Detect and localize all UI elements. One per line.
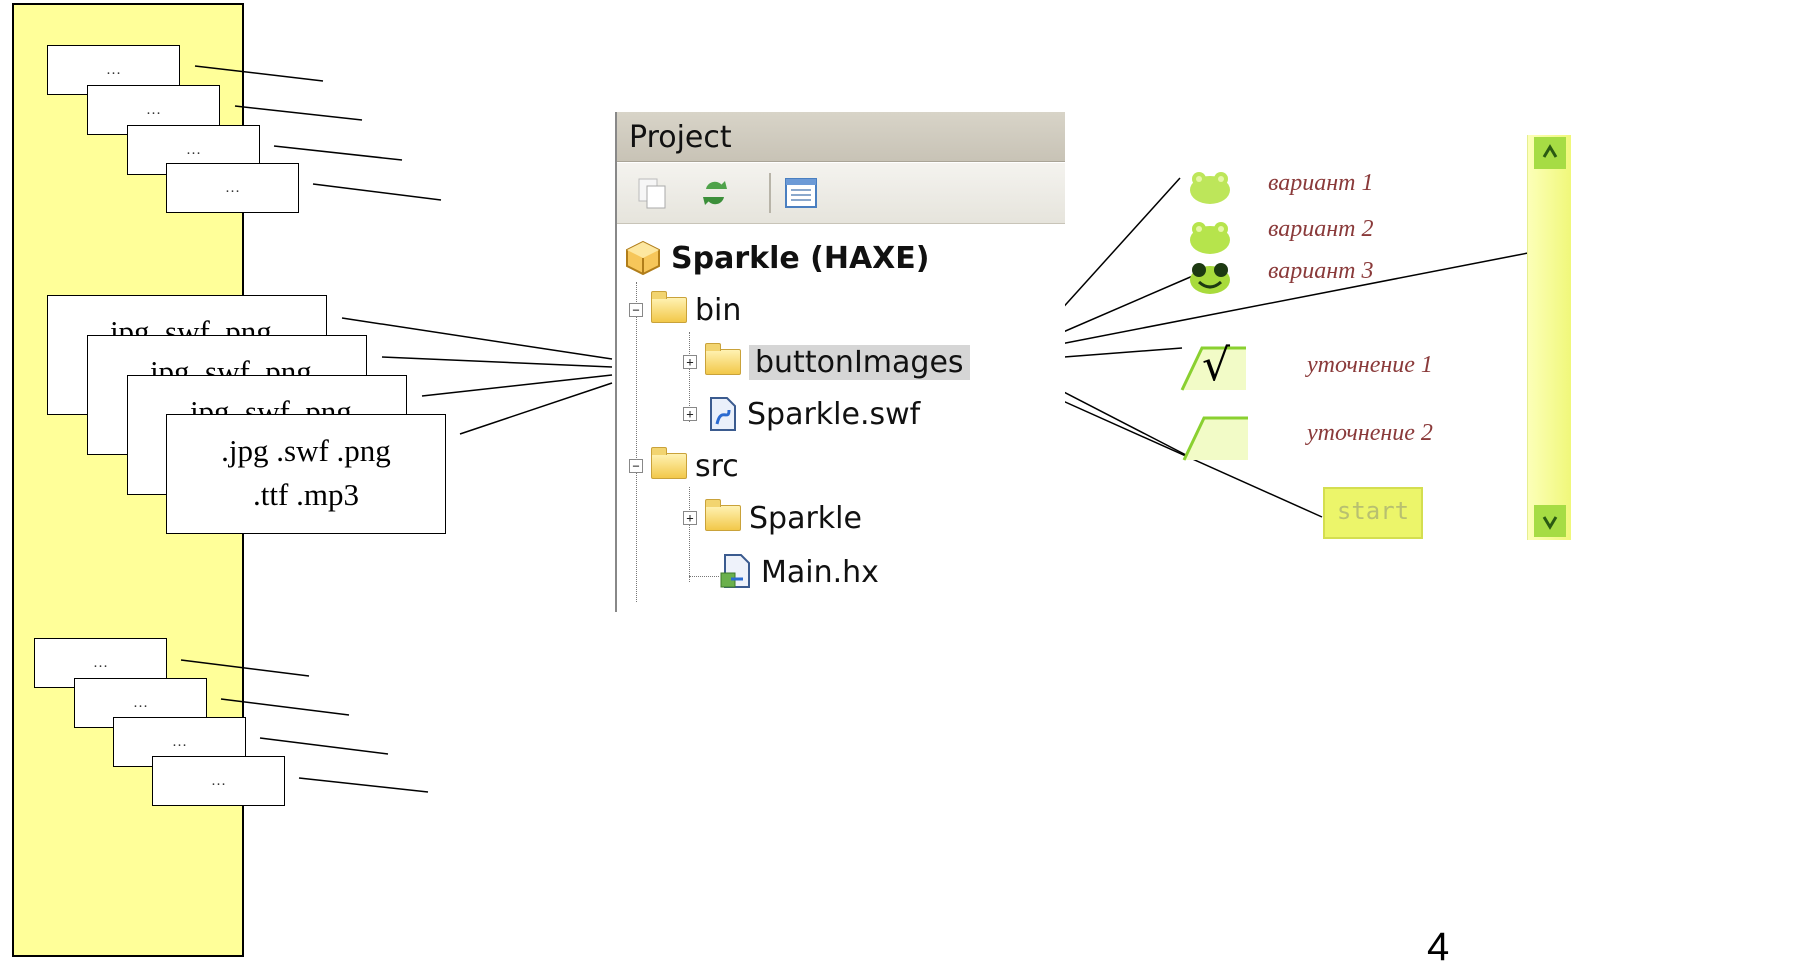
connector-line [234,105,363,121]
haxe-file-icon [720,554,750,588]
checkbox-checked-icon [1180,346,1246,391]
tree-item-sparkle-folder[interactable]: + Sparkle [683,494,862,542]
tree-guide [689,576,719,577]
page-number: 4 [1427,925,1450,969]
connector-line [421,374,613,397]
checkbox-unchecked-icon [1182,416,1248,461]
panel-toolbar [617,163,1065,224]
refinement-label: уточнение 1 [1307,352,1433,378]
connector-line [459,382,613,435]
tree-guide [636,282,637,602]
small-card-text: … [146,101,161,118]
toolbar-separator [769,173,771,213]
folder-icon [705,343,741,375]
small-card: … [152,756,285,806]
connector-line [381,356,613,368]
swf-file-icon [710,397,736,431]
tree-item-main-hx[interactable]: Main.hx [719,548,879,596]
list-view-icon[interactable] [783,175,819,211]
small-card-text: … [186,141,201,158]
connector-line [298,777,429,793]
variant-2-icon [1190,222,1230,254]
connector-line [259,737,389,755]
collapse-icon[interactable]: − [629,459,643,473]
small-card-text: … [106,61,121,78]
small-card-text: … [211,772,226,789]
connector-line [220,698,350,716]
expand-icon[interactable]: + [683,511,697,525]
asset-card-line: .jpg .swf .png [221,433,391,468]
small-card-text: … [225,179,240,196]
tree-label: Main.hx [761,554,879,590]
tree-label: src [695,448,739,484]
variant-label: вариант 3 [1268,258,1374,284]
scroll-up-arrow-icon [1534,137,1566,169]
connector-line [273,145,403,161]
variant-label: вариант 1 [1268,170,1374,196]
variant-1-icon [1190,172,1230,204]
tree-item-sparkle-swf[interactable]: + Sparkle.swf [683,390,920,438]
tree-item-buttonimages[interactable]: + buttonImages [683,338,970,386]
collapse-icon[interactable]: − [629,303,643,317]
variant-3-icon [1190,263,1230,294]
asset-card: .jpg .swf .png .ttf .mp3 [166,414,446,534]
tree-label: Sparkle.swf [747,396,921,432]
tree-item-src[interactable]: − src [629,442,739,490]
refinement-label: уточнение 2 [1307,420,1433,446]
connector-line [194,65,324,82]
check-mark: √ [1202,340,1231,391]
tree-guide [689,332,690,422]
scroll-down-arrow-icon [1534,505,1566,537]
package-icon [626,240,660,276]
variant-label: вариант 2 [1268,216,1374,242]
tree-label-selected: buttonImages [749,344,970,380]
asset-card-line: .ttf .mp3 [253,477,359,512]
folder-icon [651,291,687,323]
small-card-text: … [93,654,108,671]
connector-line [1039,252,1529,349]
expand-icon[interactable]: + [683,355,697,369]
connector-line [341,317,613,360]
connector-line [312,183,442,201]
tree-item-bin[interactable]: − bin [629,286,741,334]
connector-line [1024,383,1323,518]
connector-line [1039,274,1196,343]
copy-icon[interactable] [635,175,671,211]
project-panel: Project Sparkle (HAXE) − bin + but [615,112,1065,612]
connector-line [180,659,310,677]
tree-label: Sparkle [749,500,862,536]
folder-icon [651,447,687,479]
tree-label: Sparkle (HAXE) [671,240,930,276]
tree-root[interactable]: Sparkle (HAXE) [623,234,930,282]
panel-title: Project [617,112,1065,162]
tree-guide [689,487,690,582]
start-button-image: start [1323,487,1423,539]
folder-icon [705,499,741,531]
refresh-icon[interactable] [697,175,733,211]
small-card: … [166,163,299,213]
small-card-text: … [172,733,187,750]
scrollbar-image [1527,135,1571,540]
small-card-text: … [133,694,148,711]
expand-icon[interactable]: + [683,407,697,421]
tree-label: bin [695,292,742,328]
